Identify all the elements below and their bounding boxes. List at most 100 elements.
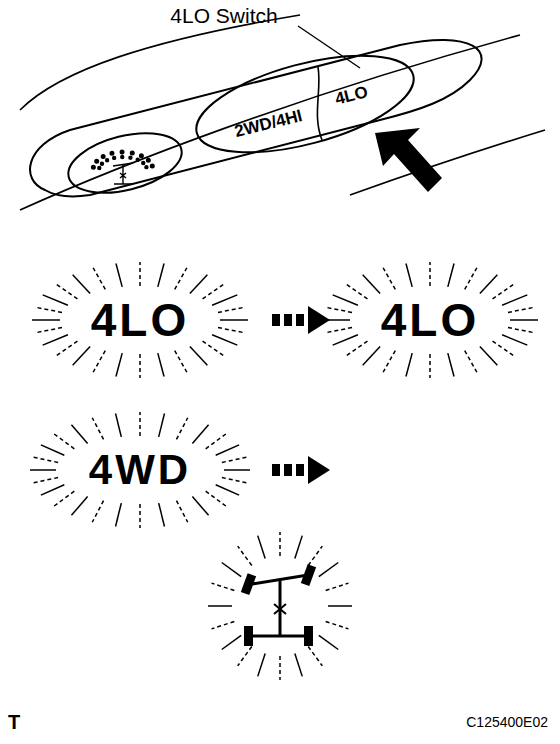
ray: [326, 621, 349, 628]
vehicle-icon: [113, 163, 133, 184]
ray: [159, 413, 165, 436]
dot: [95, 160, 99, 164]
ray: [139, 262, 141, 286]
ray: [190, 275, 207, 294]
ray: [363, 275, 380, 294]
ray: [35, 307, 62, 312]
ray: [218, 328, 245, 333]
ray: [192, 425, 208, 444]
ray: [92, 501, 103, 523]
ray: [73, 275, 90, 294]
dot: [110, 151, 114, 155]
ray: [92, 418, 103, 440]
ray: [116, 503, 122, 526]
dot: [150, 164, 154, 168]
dot: [140, 154, 144, 158]
ray: [448, 353, 454, 376]
ray: [465, 351, 477, 373]
switch-divider: [317, 67, 322, 140]
ray: [139, 354, 141, 378]
dash-line: [20, 35, 520, 210]
ray: [308, 546, 322, 565]
diff-lock-switch: [62, 123, 188, 203]
indicator-text: 4LO: [91, 293, 189, 347]
ray: [93, 268, 105, 290]
press-arrow: [375, 128, 442, 192]
ray: [279, 656, 281, 680]
ray: [218, 307, 245, 312]
dot: [100, 162, 103, 165]
part-name: 4LO Switch: [170, 4, 277, 28]
ray: [383, 268, 395, 290]
ray: [429, 354, 431, 378]
ray: [406, 263, 412, 286]
diff-lock-indicator: [252, 575, 308, 636]
ray: [502, 335, 527, 345]
ray: [203, 341, 225, 356]
ray: [30, 469, 56, 471]
ray: [480, 275, 497, 294]
ray: [295, 654, 302, 677]
ray: [212, 621, 235, 628]
ray: [33, 478, 58, 483]
ray: [508, 307, 535, 312]
ray: [258, 536, 265, 559]
ray: [220, 319, 248, 321]
ray: [258, 654, 265, 677]
ray: [224, 469, 250, 471]
ray: [54, 434, 74, 449]
ray: [308, 646, 322, 665]
dot: [92, 165, 96, 169]
ray: [175, 351, 187, 373]
ray: [216, 445, 239, 455]
ray: [319, 563, 338, 577]
ray: [326, 583, 349, 590]
ray: [448, 263, 454, 286]
ray: [363, 347, 380, 366]
ray: [383, 351, 395, 373]
ray: [54, 491, 74, 506]
ray: [429, 262, 431, 286]
ray: [493, 341, 515, 356]
ray: [322, 319, 350, 321]
ray: [319, 635, 338, 649]
ray: [238, 546, 252, 565]
ray: [346, 284, 368, 299]
ray: [93, 351, 105, 373]
ray: [41, 445, 64, 455]
wheel: [241, 564, 316, 646]
leader-line: [298, 26, 360, 68]
ray: [333, 295, 358, 305]
switch-button: 2WD/4HI: [229, 103, 308, 144]
dot: [147, 159, 151, 163]
ray: [71, 497, 87, 516]
ray: [73, 347, 90, 366]
ray: [212, 335, 237, 345]
dot: [113, 156, 116, 159]
dot: [120, 150, 124, 154]
ray: [116, 353, 122, 376]
glow-rays: [30, 262, 538, 680]
ray: [208, 605, 232, 607]
change-arrow: [272, 306, 330, 334]
indicator-text: 4WD: [89, 446, 191, 494]
switch-panel: [30, 40, 482, 196]
ray: [35, 328, 62, 333]
ray: [203, 284, 225, 299]
ray: [333, 335, 358, 345]
ray: [56, 341, 78, 356]
note: T: [8, 711, 20, 734]
button-label: 2WD/4HI: [232, 106, 304, 142]
ray: [43, 335, 68, 345]
ray: [493, 284, 515, 299]
ray: [325, 307, 352, 312]
ray: [116, 413, 122, 436]
ray: [139, 504, 141, 528]
dot: [98, 166, 101, 169]
ray: [222, 478, 247, 483]
ray: [176, 501, 187, 523]
ray: [32, 319, 60, 321]
dot: [142, 162, 145, 165]
ray: [406, 353, 412, 376]
ray: [158, 263, 164, 286]
